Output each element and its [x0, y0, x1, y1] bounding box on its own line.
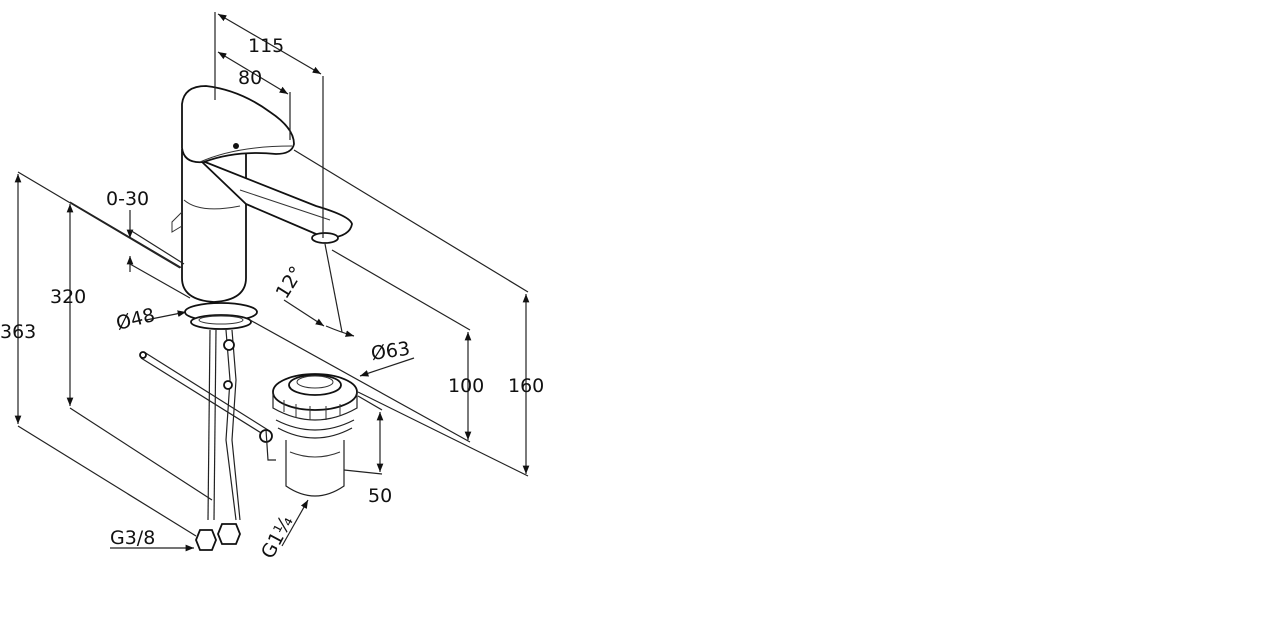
- thread-g1-1-4: G1¼: [257, 512, 298, 562]
- dim-80: 80: [238, 67, 262, 89]
- dim-100: 100: [448, 375, 484, 397]
- dim-0-30: 0-30: [106, 188, 149, 210]
- supply-hoses: [195, 329, 241, 551]
- pop-up-rod: [139, 351, 276, 461]
- dim-320: 320: [50, 286, 86, 308]
- thread-g3-8: G3/8: [110, 527, 155, 549]
- dim-160: 160: [508, 375, 544, 397]
- dim-diameter-63: Ø63: [370, 338, 412, 365]
- dimension-lines: [14, 12, 530, 552]
- dim-50: 50: [368, 485, 392, 507]
- pop-up-waste: [272, 373, 358, 497]
- faucet-body: [171, 85, 353, 330]
- dim-115: 115: [248, 35, 284, 57]
- dim-diameter-48: Ø48: [114, 304, 157, 335]
- dim-angle-12: 12°: [272, 262, 309, 302]
- dim-363: 363: [0, 321, 36, 343]
